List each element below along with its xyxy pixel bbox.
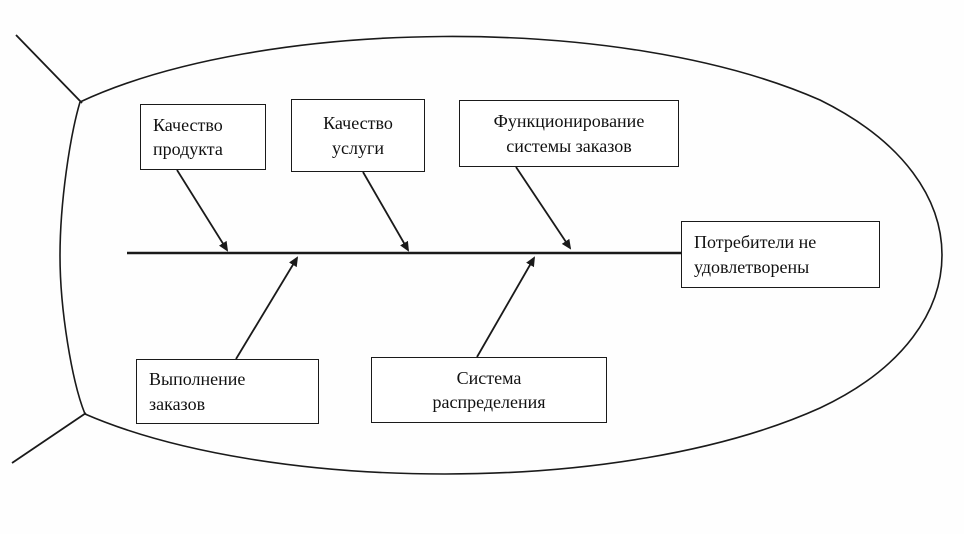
cause-box-order-system-functioning: Функционирование системы заказов <box>459 100 679 167</box>
cause-box-order-fulfillment: Выполнение заказов <box>136 359 319 424</box>
cause-label-distribution-system: Система распределения <box>432 367 546 412</box>
cause-label-product-quality: Качество продукта <box>153 114 223 159</box>
cause-label-service-quality: Качество услуги <box>323 113 393 158</box>
arrow-service-quality <box>362 171 409 252</box>
arrow-order-system <box>515 166 572 250</box>
fish-tail-bottom-line <box>11 412 87 464</box>
cause-box-service-quality: Качество услуги <box>291 99 425 172</box>
fish-body-outline <box>59 35 943 475</box>
arrow-product-quality <box>176 169 229 252</box>
effect-box-consumers-unsatisfied: Потребители не удовлетворены <box>681 221 880 288</box>
arrow-order-fulfillment <box>235 256 299 360</box>
effect-label-consumers-unsatisfied: Потребители не удовлетворены <box>694 232 817 277</box>
cause-label-order-system-functioning: Функционирование системы заказов <box>493 111 645 156</box>
fish-tail-top-line <box>15 34 83 104</box>
cause-box-product-quality: Качество продукта <box>140 104 266 170</box>
cause-box-distribution-system: Система распределения <box>371 357 607 423</box>
cause-label-order-fulfillment: Выполнение заказов <box>149 369 246 414</box>
arrow-distribution <box>476 256 535 358</box>
